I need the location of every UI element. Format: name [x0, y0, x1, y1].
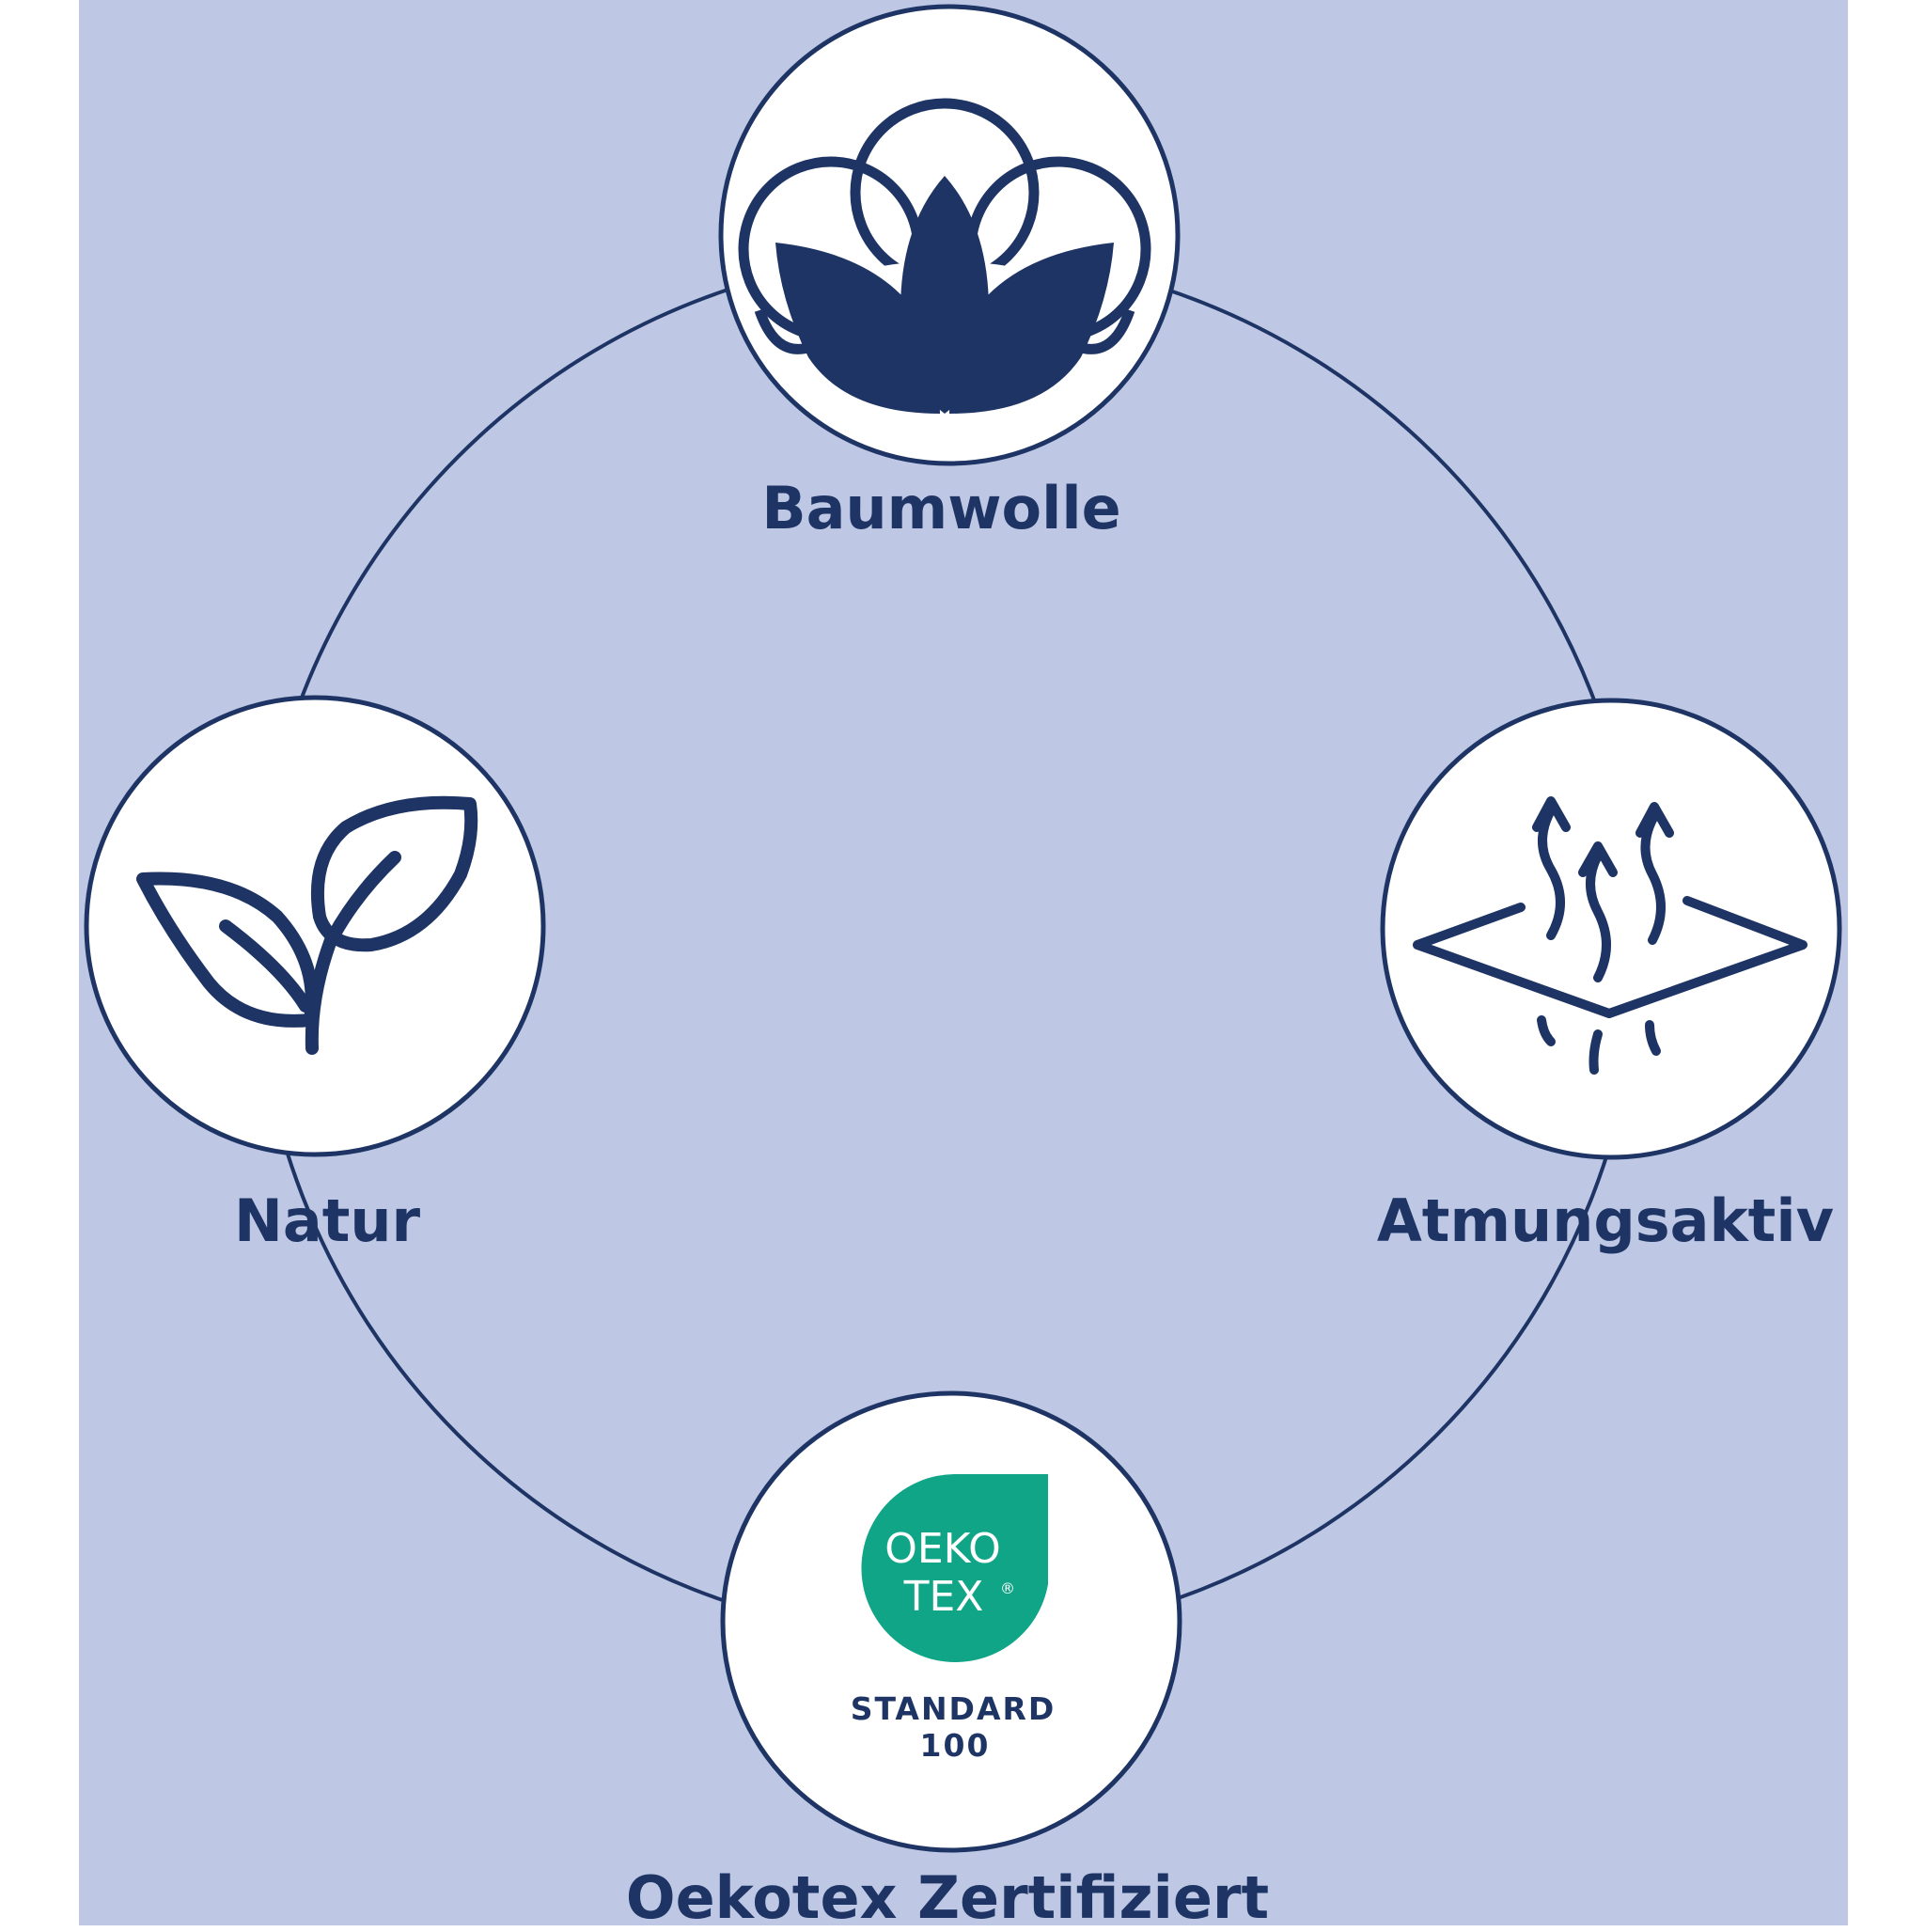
node-left-circle: [84, 695, 546, 1157]
oekotex-line2: TEX: [903, 1573, 984, 1621]
breathable-fabric-icon: [1413, 796, 1808, 1075]
oekotex-number-text: 100: [920, 1727, 991, 1764]
cotton-flower-icon: [738, 98, 1151, 414]
node-right-circle: [1380, 698, 1842, 1160]
label-baumwolle: Baumwolle: [761, 474, 1121, 542]
label-oekotex-zertifiziert: Oekotex Zertifiziert: [625, 1863, 1270, 1932]
leaf-sprout-icon: [136, 795, 478, 1055]
node-top: [718, 4, 1181, 466]
oekotex-line1: OEKO: [884, 1525, 1001, 1573]
node-left: [84, 695, 546, 1157]
oekotex-standard-text: STANDARD: [851, 1690, 1056, 1727]
node-bottom: OEKO TEX ® STANDARD 100: [720, 1390, 1182, 1853]
label-natur: Natur: [234, 1186, 421, 1255]
label-atmungsaktiv: Atmungsaktiv: [1376, 1186, 1834, 1255]
node-right: [1380, 698, 1842, 1160]
oekotex-green-drop: [861, 1474, 1048, 1662]
oeko-tex-logo: OEKO TEX ® STANDARD 100: [851, 1474, 1056, 1764]
oekotex-registered-mark: ®: [1000, 1579, 1015, 1597]
